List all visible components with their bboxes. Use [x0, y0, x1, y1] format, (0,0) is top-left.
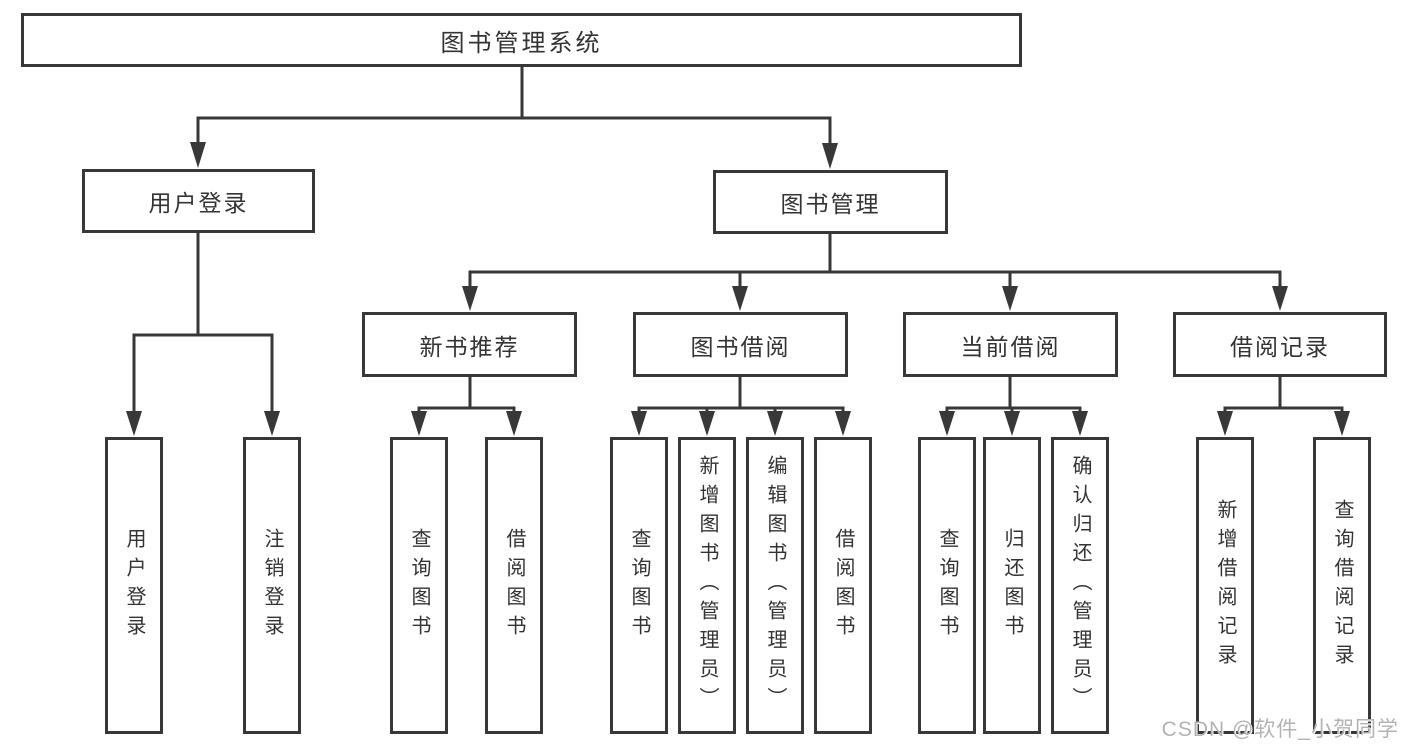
node-label: 查询借阅记录: [1331, 498, 1353, 673]
node-label: 借阅记录: [1230, 333, 1330, 360]
node-label: 借阅图书: [503, 527, 525, 644]
node-label: 注销登录: [261, 527, 283, 644]
leaf-borrow-books-recommend: 借阅图书: [485, 437, 543, 734]
node-label: 借阅图书: [832, 527, 854, 644]
node-label: 查询图书: [628, 527, 650, 644]
leaf-query-books-borrowing: 查询图书: [610, 437, 668, 734]
node-label: 归还图书: [1001, 527, 1023, 644]
node-book-borrowing: 图书借阅: [633, 312, 848, 377]
leaf-query-borrow-record: 查询借阅记录: [1313, 437, 1371, 734]
node-label: 当前借阅: [960, 333, 1061, 360]
node-library-management-system: 图书管理系统: [21, 13, 1022, 67]
node-label: 查询图书: [408, 527, 430, 644]
node-label: 新书推荐: [419, 333, 520, 360]
node-label: 图书管理: [780, 191, 881, 217]
leaf-user-login: 用户登录: [105, 437, 163, 734]
leaf-borrow-books-borrowing: 借阅图书: [814, 437, 872, 734]
node-label: 编辑图书（管理员）: [764, 455, 786, 716]
node-label: 用户登录: [123, 527, 145, 644]
leaf-query-books-current: 查询图书: [918, 437, 976, 734]
leaf-logout: 注销登录: [243, 437, 301, 734]
leaf-add-book-admin: 新增图书（管理员）: [678, 437, 736, 734]
leaf-confirm-return-admin: 确认归还（管理员）: [1051, 437, 1109, 734]
node-label: 图书借阅: [690, 333, 791, 360]
watermark: CSDN @软件_小贺同学: [1161, 718, 1399, 741]
node-label: 新增图书（管理员）: [696, 455, 718, 716]
node-label: 图书管理系统: [440, 29, 603, 57]
node-label: 查询图书: [936, 527, 958, 644]
leaf-edit-book-admin: 编辑图书（管理员）: [746, 437, 804, 734]
leaf-query-books-recommend: 查询图书: [390, 437, 448, 734]
node-book-management: 图书管理: [713, 170, 948, 234]
leaf-return-books: 归还图书: [983, 437, 1041, 734]
node-label: 新增借阅记录: [1214, 498, 1236, 673]
node-current-borrowing: 当前借阅: [903, 312, 1118, 377]
node-user-login: 用户登录: [82, 169, 315, 233]
node-borrowing-records: 借阅记录: [1173, 312, 1387, 377]
node-label: 用户登录: [148, 190, 249, 216]
node-new-book-recommend: 新书推荐: [362, 312, 577, 377]
leaf-add-borrow-record: 新增借阅记录: [1196, 437, 1254, 734]
node-label: 确认归还（管理员）: [1069, 455, 1091, 716]
